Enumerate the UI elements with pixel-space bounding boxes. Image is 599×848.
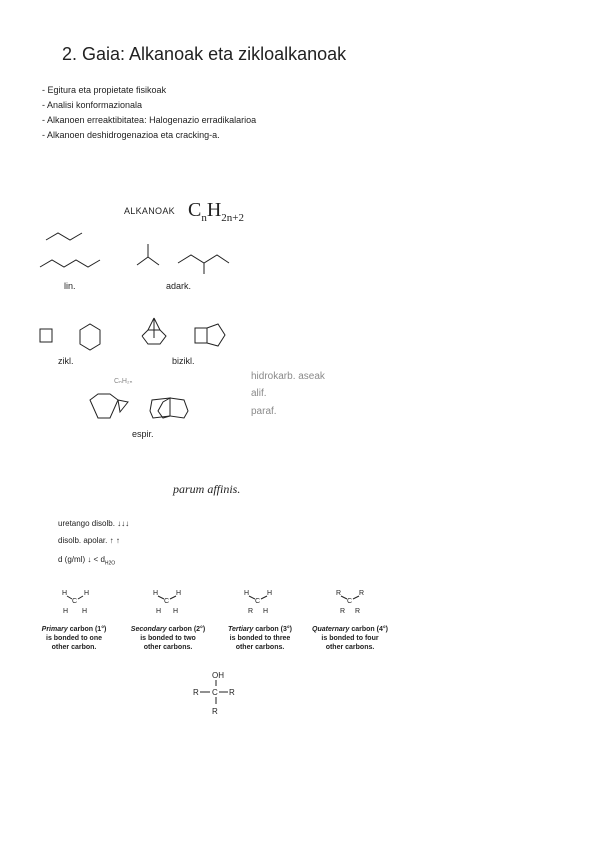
svg-text:H: H [84,590,89,597]
svg-text:H: H [156,608,161,615]
carbon-line3: other carbon. [51,644,97,651]
spiro-pentane-pentane [149,397,189,419]
parum-affinis-text: parum affinis. [173,482,241,496]
svg-text:H: H [176,590,181,597]
carbon-line3: other carbons. [235,644,285,651]
cyclobutane [39,328,53,343]
alcohol-r-bottom: R [212,707,218,716]
carbon-line2: is bonded to four [321,635,379,642]
alcohol-r-right: R [229,688,235,697]
quaternary-carbon-figure: R R C R R [336,590,364,615]
carbon-line2: is bonded to one [46,635,102,642]
branched-isobutane [136,244,160,266]
svg-text:R: R [355,608,360,615]
topic-item: - Alkanoen deshidrogenazioa eta cracking… [42,130,220,140]
alcohol-r-left: R [193,688,199,697]
svg-text:R: R [336,590,341,597]
alcohol-oh: OH [212,671,224,680]
carbon-line3: other carbons. [325,644,375,651]
svg-text:R: R [340,608,345,615]
carbon-type: Quaternary [312,626,350,633]
svg-text:C: C [72,598,77,605]
side-note: hidrokarb. aseak [251,371,325,382]
branched-isopentane [177,254,230,274]
svg-text:H: H [267,590,272,597]
svg-text:H: H [263,608,268,615]
svg-text:C: C [255,598,260,605]
alkanoak-label: ALKANOAK [124,206,175,216]
topic-item: - Egitura eta propietate fisikoak [42,85,167,95]
linear-chain-short [45,232,83,241]
label-cyclo-formula: CₙH₂ₙ [114,378,133,385]
norbornane [141,317,167,345]
svg-text:R: R [248,608,253,615]
carbon-rest: carbon (1°) [69,626,107,633]
formula-sub-2n2: 2n+2 [221,212,245,224]
svg-text:H: H [62,590,67,597]
property-density: d (g/ml) ↓ < d [58,555,105,564]
formula-c: C [188,199,202,221]
bicyclo-fused [194,323,226,347]
side-note: paraf. [251,406,277,417]
formula-h: H [206,199,222,221]
tertiary-carbon-caption: Tertiary carbon (3°) is bonded to three … [210,625,310,652]
formula-sub-n: n [201,212,207,224]
general-formula: CnH2n+2 [188,199,244,224]
carbon-type: Secondary [130,626,167,633]
label-bicyclic: bizikl. [172,356,195,366]
primary-carbon-caption: Primary carbon (1°) is bonded to one oth… [24,625,124,652]
side-note: alif. [251,388,267,399]
svg-text:H: H [63,608,68,615]
property-line: disolb. apolar. ↑ ↑ [58,536,120,545]
svg-text:H: H [82,608,87,615]
primary-carbon-figure: H H C H H [62,590,89,615]
svg-text:R: R [359,590,364,597]
svg-text:H: H [244,590,249,597]
secondary-carbon-figure: H H C H H [153,590,181,615]
linear-chain-long [39,259,101,268]
tertiary-carbon-figure: H H C R H [244,590,272,615]
carbon-rest: carbon (2°) [168,626,206,633]
label-linear: lin. [64,281,76,291]
secondary-carbon-caption: Secondary carbon (2°) is bonded to two o… [118,625,218,652]
topic-item: - Analisi konformazionala [42,100,143,110]
label-cyclic: zikl. [58,356,74,366]
property-line: d (g/ml) ↓ < dH2O [58,555,115,567]
carbon-line2: is bonded to two [140,635,196,642]
property-line: uretango disolb. ↓↓↓ [58,519,130,528]
alcohol-c: C [212,688,218,697]
svg-text:C: C [164,598,169,605]
carbon-rest: carbon (4°) [351,626,388,633]
property-sub: H2O [104,560,116,567]
label-branched: adark. [166,281,192,291]
label-spiro: espir. [132,429,154,439]
topic-list: - Egitura eta propietate fisikoak - Anal… [42,83,256,143]
topic-item: - Alkanoen erreaktibitatea: Halogenazio … [42,115,257,125]
quaternary-carbon-caption: Quaternary carbon (4°) is bonded to four… [300,625,400,652]
carbon-type: Tertiary [227,626,254,633]
svg-text:H: H [173,608,178,615]
cyclohexane [79,323,101,351]
carbon-line2: is bonded to three [229,635,291,642]
spiro-hexane-propane [89,393,129,419]
carbon-type: Primary [41,626,68,633]
page-title: 2. Gaia: Alkanoak eta zikloalkanoak [62,44,347,64]
carbon-rest: carbon (3°) [255,626,292,633]
svg-text:H: H [153,590,158,597]
carbon-line3: other carbons. [143,644,193,651]
svg-text:C: C [347,598,352,605]
